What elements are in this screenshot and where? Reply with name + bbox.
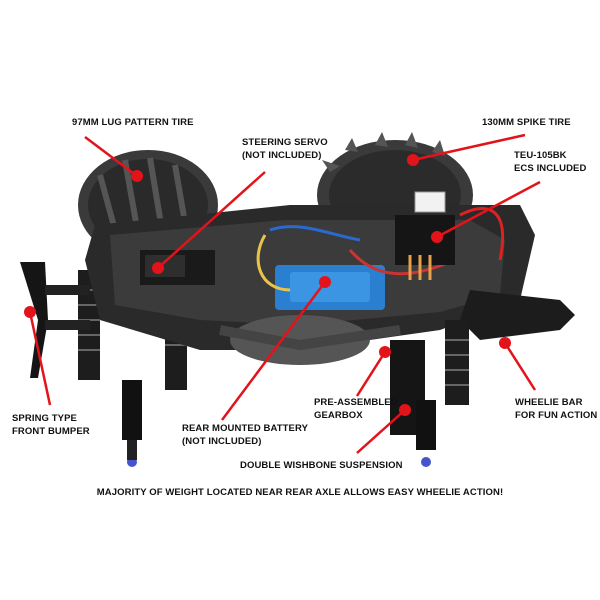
callout-text: ECS INCLUDED [514,162,587,174]
lug-tire-dot [131,170,143,182]
callout-text: PRE-ASSEMBLED [314,397,398,408]
callout-text: TEU-105BK [514,150,567,161]
callout-lug-tire: 97MM LUG PATTERN TIRE [72,117,194,130]
callout-text: FOR FUN ACTION [515,409,598,421]
spike-tire-dot [407,154,419,166]
esc-unit [395,191,505,280]
callout-lines [28,133,541,454]
gearbox-dot [379,346,391,358]
callout-spike-tire: 130MM SPIKE TIRE [482,117,571,130]
callout-text: (NOT INCLUDED) [242,149,322,161]
callout-steering-servo: STEERING SERVO(NOT INCLUDED) [242,137,328,162]
rear-suspension [390,320,469,467]
bumper-dot [24,306,36,318]
servo-dot [152,262,164,274]
suspension-dot [399,404,411,416]
battery [256,225,456,310]
callout-text: FRONT BUMPER [12,425,90,437]
callout-text: SPRING TYPE [12,413,77,424]
wheelie-bar-dot [499,337,511,349]
wheelie-bar [460,290,575,340]
callout-suspension: DOUBLE WISHBONE SUSPENSION [240,460,403,473]
callout-text: STEERING SERVO [242,137,328,148]
callout-text: 97MM LUG PATTERN TIRE [72,117,194,128]
callout-text: REAR MOUNTED BATTERY [182,423,309,434]
esc-dot [431,231,443,243]
front-bumper [20,262,48,378]
callout-battery: REAR MOUNTED BATTERY(NOT INCLUDED) [182,423,308,448]
callout-text: WHEELIE BAR [515,397,583,408]
callout-text: (NOT INCLUDED) [182,435,262,447]
callout-text: 130MM SPIKE TIRE [482,117,571,128]
footer-caption: MAJORITY OF WEIGHT LOCATED NEAR REAR AXL… [96,487,504,498]
callout-text: DOUBLE WISHBONE SUSPENSION [240,460,403,471]
callout-text: GEARBOX [314,409,363,421]
battery-dot [319,276,331,288]
